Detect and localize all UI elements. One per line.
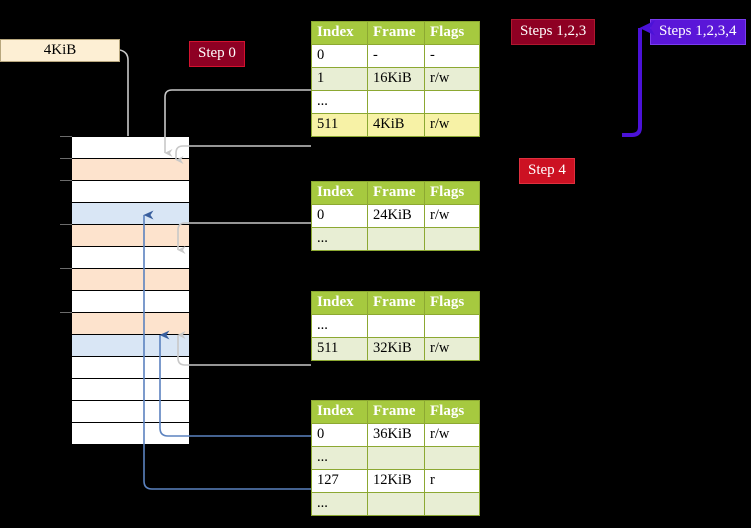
memory-row [72,225,189,247]
table-cell [424,446,480,470]
memory-tick [60,158,72,159]
table-cell: ... [311,227,368,251]
memory-tick [60,136,72,137]
table-cell: ... [311,314,368,338]
table-row: ... [311,227,480,251]
table-cell [424,227,480,251]
table-header-flags: Flags [424,400,480,424]
memory-tick [60,312,72,313]
table-header-flags: Flags [424,291,480,315]
table-cell: 1 [311,67,368,91]
table-cell [424,492,480,516]
table-row: ... [311,492,480,516]
table-cell: r/w [424,67,480,91]
table-row: ... [311,314,480,338]
memory-row [72,313,189,335]
table-header-index: Index [311,400,368,424]
table-cell: r/w [424,337,480,361]
frame-size-box: 4KiB [0,39,120,62]
table-cell: 511 [311,113,368,137]
table-header-flags: Flags [424,181,480,205]
memory-row [72,423,189,445]
memory-row [72,291,189,313]
wire-table1-row0-to-memory [177,222,311,254]
memory-tick [60,224,72,225]
table-cell: 0 [311,204,368,228]
table-cell: - [367,44,425,68]
table-cell: 12KiB [367,469,425,493]
table-cell: ... [311,492,368,516]
table-cell: 127 [311,469,368,493]
physical-memory-column [71,136,190,445]
table-cell: 36KiB [367,423,425,447]
table-cell [367,314,425,338]
memory-row [72,269,189,291]
frame-size-label: 4KiB [43,42,77,58]
memory-row [72,181,189,203]
table-header-index: Index [311,21,368,45]
table-cell: ... [311,446,368,470]
table-header-flags: Flags [424,21,480,45]
table-cell [367,446,425,470]
badge-step-0: Step 0 [189,41,245,67]
wire-table2-row511-to-memory [177,331,311,366]
wire-table0-row511-to-memory [175,145,311,164]
table-header-frame: Frame [367,400,425,424]
badge-step-4: Step 4 [519,158,575,184]
memory-tick [60,268,72,269]
table-cell [367,227,425,251]
memory-row [72,379,189,401]
table-cell [367,90,425,114]
memory-row [72,137,189,159]
memory-row [72,335,189,357]
table-cell: ... [311,90,368,114]
table-cell: 16KiB [367,67,425,91]
table-cell: 24KiB [367,204,425,228]
table-header-frame: Frame [367,291,425,315]
table-cell: r/w [424,204,480,228]
memory-row [72,357,189,379]
table-cell: r [424,469,480,493]
table-cell [367,492,425,516]
table-row: ... [311,90,480,114]
table-cell: 0 [311,423,368,447]
table-cell [424,90,480,114]
table-cell: r/w [424,113,480,137]
memory-row [72,159,189,181]
badge-steps-1-2-3: Steps 1,2,3 [511,19,596,45]
table-cell: - [424,44,480,68]
memory-row [72,247,189,269]
badge-steps-1-2-3-4: Steps 1,2,3,4 [650,19,746,45]
table-cell: 0 [311,44,368,68]
memory-tick [60,180,72,181]
table-header-frame: Frame [367,181,425,205]
table-row: ... [311,446,480,470]
table-cell: 511 [311,337,368,361]
table-cell: 32KiB [367,337,425,361]
table-header-frame: Frame [367,21,425,45]
table-cell: r/w [424,423,480,447]
table-header-index: Index [311,291,368,315]
table-header-index: Index [311,181,368,205]
memory-row [72,203,189,225]
table-cell [424,314,480,338]
table-cell: 4KiB [367,113,425,137]
big-loop-arrow [622,20,655,137]
memory-row [72,401,189,423]
table-row: 0-- [311,44,480,68]
